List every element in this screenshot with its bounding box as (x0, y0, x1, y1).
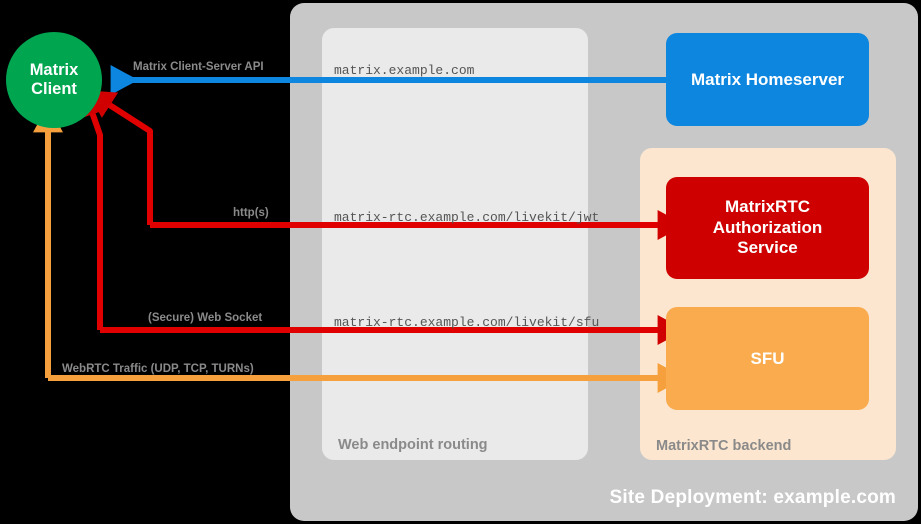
auth-service-label-line3: Service (737, 238, 798, 258)
label-webrtc-traffic: WebRTC Traffic (UDP, TCP, TURNs) (62, 363, 254, 375)
label-secure-web-socket: (Secure) Web Socket (148, 312, 263, 324)
endpoint-livekit-sfu: matrix-rtc.example.com/livekit/sfu (334, 315, 600, 330)
matrixrtc-authorization-service-label: MatrixRTC Authorization Service (713, 197, 823, 259)
auth-service-label-line1: MatrixRTC (724, 196, 810, 216)
sfu-label: SFU (750, 348, 785, 368)
endpoint-matrix-example-com: matrix.example.com (334, 63, 475, 78)
site-deployment-label: Site Deployment: example.com (609, 487, 896, 508)
label-http-s: http(s) (233, 207, 269, 219)
sfu-node[interactable]: SFU (666, 307, 869, 410)
matrix-homeserver-node[interactable]: Matrix Homeserver (666, 33, 869, 126)
matrix-homeserver-label: Matrix Homeserver (690, 69, 845, 89)
auth-service-label-line2: Authorization (712, 217, 823, 237)
web-endpoint-routing-panel (322, 28, 588, 460)
matrix-client-label-line2: Client (31, 80, 77, 98)
matrix-client-label: Matrix Client (30, 61, 79, 100)
web-endpoint-routing-label: Web endpoint routing (338, 437, 488, 453)
matrixrtc-backend-label: MatrixRTC backend (656, 438, 792, 454)
matrix-client-node[interactable]: Matrix Client (6, 32, 102, 128)
matrix-client-label-line1: Matrix (29, 60, 79, 79)
endpoint-livekit-jwt: matrix-rtc.example.com/livekit/jwt (334, 210, 600, 225)
matrixrtc-authorization-service-node[interactable]: MatrixRTC Authorization Service (666, 177, 869, 279)
label-matrix-client-server-api: Matrix Client-Server API (133, 61, 264, 73)
